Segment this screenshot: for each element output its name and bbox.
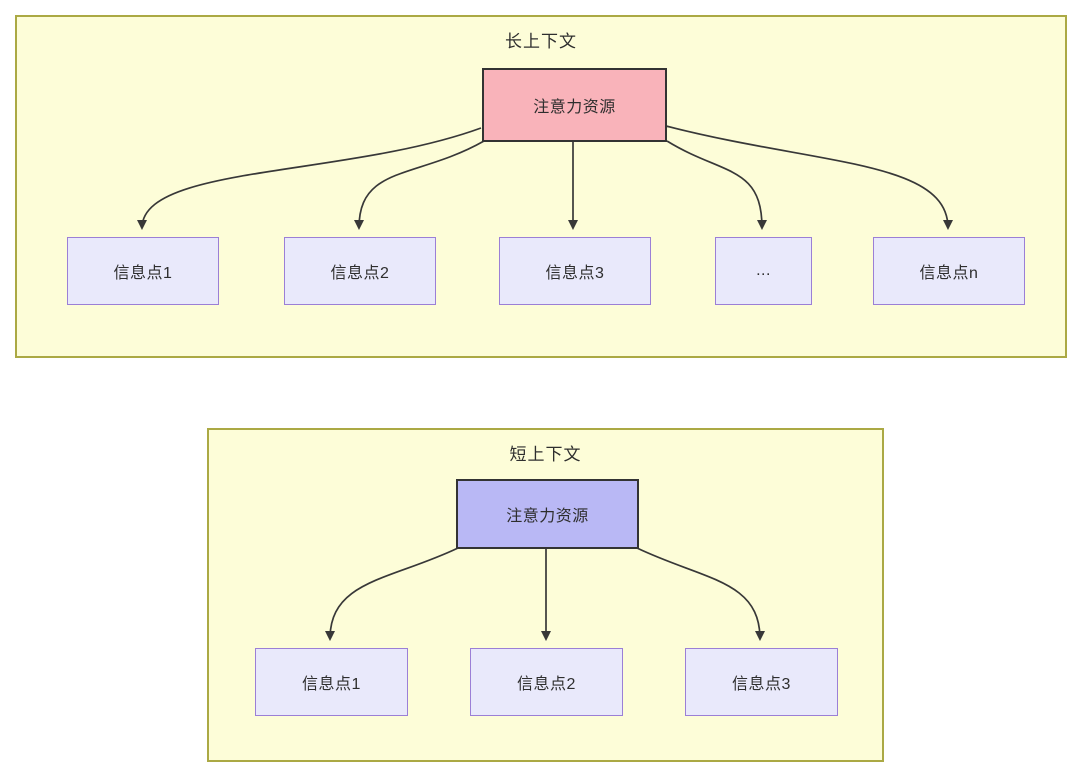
info-point-label: 信息点2: [517, 676, 576, 693]
info-point-label: 信息点1: [302, 676, 361, 693]
info-point-label: 信息点2: [330, 265, 390, 282]
arrow-long-to-info-2: [353, 140, 485, 231]
short-context-panel: 短上下文 注意力资源 信息点1 信息点2 信息点3: [207, 428, 884, 762]
arrow-long-to-info-n: [665, 125, 954, 231]
info-point-label: ...: [756, 262, 771, 279]
info-point-label: 信息点1: [113, 265, 173, 282]
info-point-label: 信息点3: [732, 676, 791, 693]
arrow-long-to-info-dots: [666, 140, 768, 231]
arrow-short-to-info-3: [636, 547, 766, 642]
info-point-node-3-long: 信息点3: [499, 237, 651, 305]
info-point-node-2-long: 信息点2: [284, 237, 436, 305]
arrow-short-to-info-1: [324, 547, 459, 642]
info-point-node-2-short: 信息点2: [470, 648, 623, 716]
long-context-title: 长上下文: [505, 32, 577, 51]
attention-resource-node-short: 注意力资源: [456, 479, 639, 549]
info-point-node-3-short: 信息点3: [685, 648, 838, 716]
attention-resource-node-long: 注意力资源: [482, 68, 667, 142]
long-context-panel: 长上下文 注意力资源 信息点1 信息点2 信息点3 ...: [15, 15, 1067, 358]
arrow-long-to-info-1: [136, 127, 482, 231]
info-point-label: 信息点3: [545, 265, 605, 282]
info-point-node-ellipsis-long: ...: [715, 237, 812, 305]
info-point-node-1-long: 信息点1: [67, 237, 219, 305]
info-point-node-1-short: 信息点1: [255, 648, 408, 716]
short-context-title: 短上下文: [509, 445, 582, 464]
info-point-label: 信息点n: [919, 265, 979, 282]
attention-resource-label: 注意力资源: [506, 508, 589, 525]
info-point-node-n-long: 信息点n: [873, 237, 1025, 305]
attention-resource-label: 注意力资源: [533, 99, 616, 116]
